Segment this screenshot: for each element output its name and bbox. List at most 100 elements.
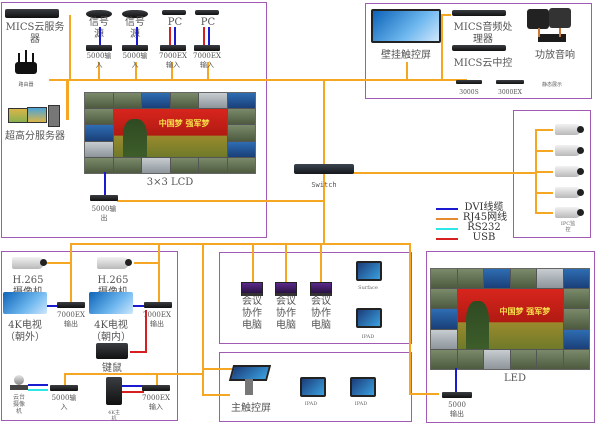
signal-source-2-label: 信号 源	[125, 17, 145, 40]
legend-usb-swatch	[436, 238, 458, 240]
encoder-7000ex-room-label: 7000EX 输入	[142, 394, 170, 411]
tv-4k-inward[interactable]	[89, 292, 133, 314]
meeting-room-box	[1, 251, 178, 421]
collab-pc-1[interactable]	[241, 282, 263, 296]
led-video-wall[interactable]: 中国梦 强军梦	[430, 268, 590, 370]
mics-cloud-server-label: MICS云服务 器	[5, 22, 65, 45]
usb-cable-kvm-h	[130, 351, 147, 353]
ipc-box	[513, 110, 591, 238]
wire-server-drop	[69, 42, 71, 80]
wire-led-in	[409, 393, 439, 395]
decoder-5000-lcd[interactable]	[90, 195, 118, 201]
box-3000s[interactable]	[456, 80, 482, 84]
wire-ipc-b3	[535, 171, 553, 173]
encoder-7000ex-2[interactable]	[194, 45, 220, 51]
speaker-cable-right	[559, 28, 561, 37]
h265-camera-2[interactable]	[97, 257, 132, 269]
collab-ipad[interactable]	[356, 308, 382, 328]
wire-lcd-out	[117, 200, 267, 202]
surface-tablet[interactable]	[356, 261, 382, 281]
legend-dvi-swatch	[436, 208, 458, 210]
usb-cable-kvm-v	[145, 310, 147, 352]
pc-source-1[interactable]	[162, 10, 186, 15]
surface-label: Surface	[358, 285, 378, 291]
wire-audio-branch	[441, 14, 451, 16]
legend-rj45-label: RJ45网线	[462, 212, 508, 223]
switch-label: Switch	[311, 181, 337, 189]
wire-collab-pc1	[252, 243, 254, 283]
touch-ipad-1[interactable]	[300, 377, 326, 397]
dvi-cable-src2	[136, 27, 138, 46]
dvi-cable-host	[122, 385, 144, 387]
decoder-7000ex-2[interactable]	[144, 302, 172, 308]
encoder-5000-2[interactable]	[122, 45, 148, 51]
usb-cable-pc2	[203, 27, 205, 46]
host-4k-tower[interactable]	[106, 377, 122, 405]
decoder-7000ex-1-label: 7000EX 输出	[57, 311, 85, 328]
collab-pc-2[interactable]	[275, 282, 297, 296]
collab-pc-3[interactable]	[310, 282, 332, 296]
box-3000s-label: 3000S	[459, 89, 479, 96]
mics-audio-processor[interactable]	[452, 10, 506, 16]
tv-4k-outward[interactable]	[3, 292, 47, 314]
legend-dvi-label: DVI线缆	[464, 202, 504, 213]
wire-main-bus	[49, 79, 467, 81]
wire-spine	[323, 80, 325, 243]
wire-src1	[98, 62, 100, 80]
touch-ipad-2-label: IPAD	[354, 401, 368, 407]
ipc-camera-5[interactable]	[555, 207, 584, 218]
usb-cable-host	[122, 391, 144, 393]
wire-room-lower-d2	[156, 373, 158, 387]
wire-collab-pc2	[285, 243, 287, 283]
decoder-5000-lcd-label: 5000输 出	[91, 205, 117, 222]
kvm-keyboard-mouse[interactable]	[96, 343, 128, 359]
mics-cloud-server[interactable]	[5, 9, 59, 18]
collab-pc-2-label: 会议 协作 电脑	[276, 296, 296, 331]
encoder-5000-room-label: 5000输 入	[51, 394, 77, 411]
decoder-5000-led[interactable]	[442, 392, 472, 398]
h265-camera-1[interactable]	[12, 257, 47, 269]
router-icon[interactable]	[15, 50, 37, 74]
speaker-icon[interactable]	[527, 8, 577, 42]
wire-left-branch	[267, 200, 324, 202]
main-touch-label: 主触控屏	[231, 403, 271, 414]
hires-server-icon[interactable]	[8, 105, 62, 127]
wire-bottom-bus	[70, 243, 409, 245]
ipc-camera-4[interactable]	[555, 187, 584, 198]
box-3000ex[interactable]	[496, 80, 524, 84]
encoder-5000-2-label: 5000输 入	[122, 52, 148, 69]
signal-source-2[interactable]	[122, 10, 148, 18]
lcd-video-wall[interactable]: 中国梦 强军梦	[84, 92, 256, 174]
mics-cloud-controller-label: MICS云中控	[453, 58, 513, 69]
encoder-5000-1[interactable]	[86, 45, 112, 51]
wall-touch-screen[interactable]	[371, 9, 441, 43]
wire-ipc-b5	[535, 212, 553, 214]
ipc-camera-2[interactable]	[555, 145, 584, 156]
amplifier-label: 功放音响	[535, 50, 575, 61]
led-banner: 中国梦 强军梦	[457, 289, 563, 349]
ipc-camera-3[interactable]	[555, 166, 584, 177]
lcd-banner: 中国梦 强军梦	[113, 109, 227, 157]
dvi-cable-lcd	[104, 172, 106, 196]
static-display-label: 静态展示	[541, 82, 562, 88]
encoder-7000ex-1[interactable]	[160, 45, 186, 51]
host-4k-label: 4K主 机	[108, 410, 120, 422]
tv-4k-outward-label: 4K电视 （朝外）	[5, 320, 45, 343]
signal-source-1[interactable]	[86, 10, 112, 18]
dvi-cable-led	[455, 368, 457, 393]
lcd-wall-label: 3×3 LCD	[146, 177, 194, 188]
ipc-camera-1[interactable]	[555, 124, 584, 135]
touch-ipad-2[interactable]	[350, 377, 376, 397]
pc-source-2[interactable]	[195, 10, 219, 15]
dvi-cable-ptz	[28, 384, 48, 386]
ptz-camera-icon[interactable]	[10, 375, 28, 391]
collab-pc-1-label: 会议 协作 电脑	[242, 296, 262, 331]
main-touch-kiosk[interactable]	[228, 365, 272, 397]
network-switch[interactable]	[294, 164, 354, 174]
encoder-5000-room[interactable]	[50, 385, 78, 391]
encoder-7000ex-room[interactable]	[142, 385, 170, 391]
led-box	[426, 251, 595, 423]
collab-box	[219, 252, 412, 344]
decoder-7000ex-1[interactable]	[57, 302, 85, 308]
mics-cloud-controller[interactable]	[452, 45, 506, 51]
